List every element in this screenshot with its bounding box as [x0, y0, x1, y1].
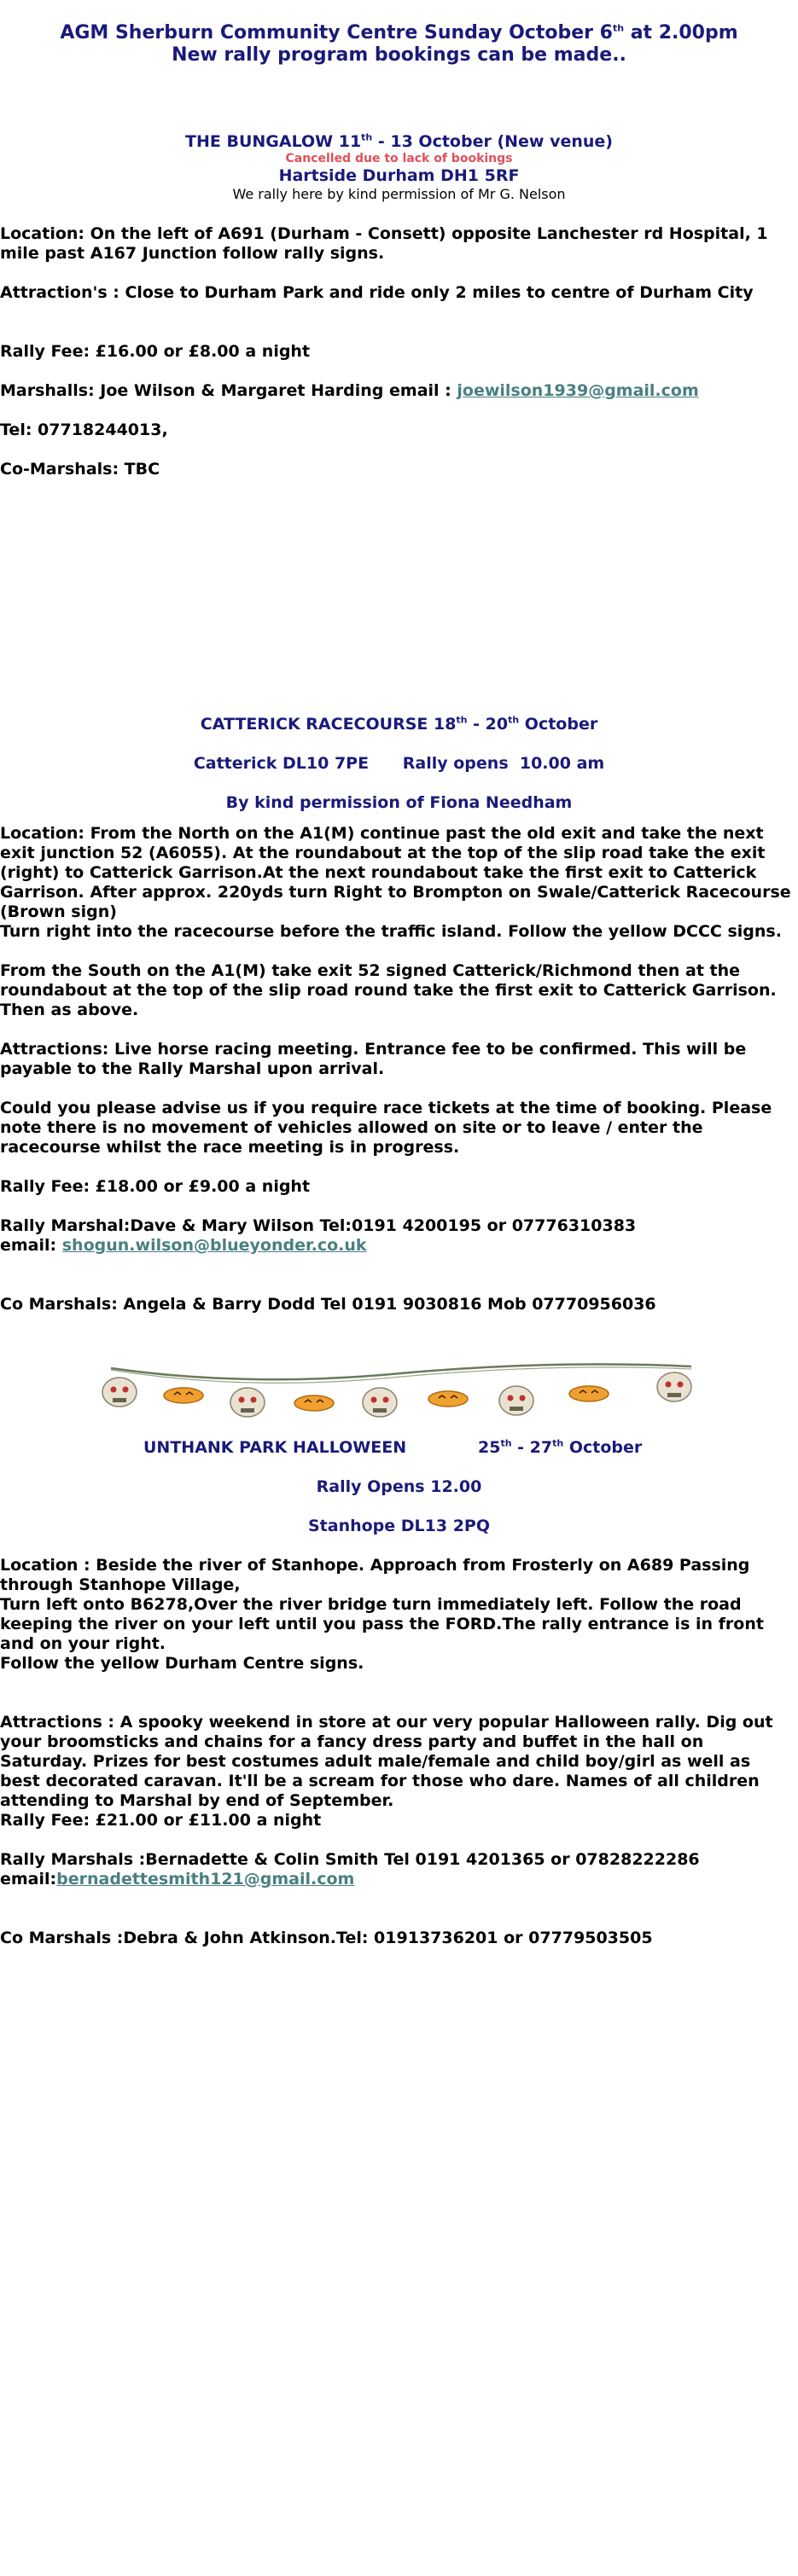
bungalow-address: Hartside Durham DH1 5RF — [278, 166, 520, 185]
cancelled-notice: Cancelled due to lack of bookings — [285, 152, 513, 165]
unthank-marshals-line: Rally Marshals :Bernadette & Colin Smith… — [0, 1850, 700, 1869]
pumpkin-icon — [294, 1395, 335, 1412]
catterick-permission: By kind permission of Fiona Needham — [225, 793, 573, 812]
unthank-title-left: UNTHANK PARK HALLOWEEN — [143, 1438, 407, 1457]
pumpkin-icon — [568, 1385, 609, 1402]
bungalow-location: Location: On the left of A691 (Durham - … — [0, 224, 768, 263]
unthank-location-3: Follow the yellow Durham Centre signs. — [0, 1654, 364, 1673]
catterick-location-north: Location: From the North on the A1(M) co… — [0, 824, 791, 921]
catterick-email-link[interactable]: shogun.wilson@blueyonder.co.uk — [61, 1236, 367, 1255]
unthank-address: Stanhope DL13 2PQ — [307, 1517, 491, 1535]
skull-icon — [498, 1385, 534, 1416]
agm-line: AGM Sherburn Community Centre Sunday Oct… — [60, 22, 738, 44]
unthank-co-marshals: Co Marshals :Debra & John Atkinson.Tel: … — [0, 1929, 653, 1947]
bungalow-fee: Rally Fee: £16.00 or £8.00 a night — [0, 342, 311, 361]
unthank-opens: Rally Opens 12.00 — [316, 1477, 482, 1496]
catterick-marshal-line: Rally Marshal:Dave & Mary Wilson Tel:019… — [0, 1216, 637, 1235]
unthank-location-1: Location : Beside the river of Stanhope.… — [0, 1556, 750, 1594]
unthank-email-link[interactable]: bernadettesmith121@gmail.com — [56, 1870, 355, 1888]
agm-heading: AGM Sherburn Community Centre Sunday Oct… — [0, 22, 798, 67]
skull-icon — [656, 1372, 692, 1402]
skull-icon — [362, 1387, 398, 1418]
skull-icon — [102, 1377, 137, 1407]
catterick-title: CATTERICK RACECOURSE 18th - 20th October — [200, 714, 598, 734]
catterick-location-north-2: Turn right into the racecourse before th… — [0, 922, 782, 941]
catterick-email-line: email: shogun.wilson@blueyonder.co.uk — [0, 1236, 367, 1255]
catterick-location-south: From the South on the A1(M) take exit 52… — [0, 961, 777, 1019]
bungalow-attractions: Attraction's : Close to Durham Park and … — [0, 283, 754, 302]
bungalow-marshals: Marshalls: Joe Wilson & Margaret Harding… — [0, 381, 699, 400]
pumpkin-icon — [428, 1390, 469, 1407]
skull-icon — [230, 1387, 265, 1418]
catterick-attractions: Attractions: Live horse racing meeting. … — [0, 1040, 747, 1078]
bungalow-email-link[interactable]: joewilson1939@gmail.com — [457, 381, 699, 400]
catterick-fee: Rally Fee: £18.00 or £9.00 a night — [0, 1177, 311, 1196]
unthank-email-line: email:bernadettesmith121@gmail.com — [0, 1870, 355, 1888]
bungalow-co-marshals: Co-Marshals: TBC — [0, 460, 160, 479]
bungalow-tel: Tel: 07718244013, — [0, 421, 168, 439]
bungalow-header: THE BUNGALOW 11th - 13 October (New venu… — [0, 132, 798, 202]
unthank-location: Location : Beside the river of Stanhope.… — [0, 1556, 795, 1674]
unthank-marshals: Rally Marshals :Bernadette & Colin Smith… — [0, 1850, 795, 1889]
unthank-attractions: Attractions : A spooky weekend in store … — [0, 1713, 773, 1810]
catterick-advise: Could you please advise us if you requir… — [0, 1099, 772, 1157]
unthank-location-2: Turn left onto B6278,Over the river brid… — [0, 1595, 764, 1653]
catterick-marshal: Rally Marshal:Dave & Mary Wilson Tel:019… — [0, 1216, 795, 1256]
catterick-location: Location: From the North on the A1(M) co… — [0, 824, 795, 942]
booking-line: New rally program bookings can be made.. — [172, 44, 626, 66]
unthank-title-dates: 25th - 27th October — [478, 1437, 643, 1457]
bungalow-title: THE BUNGALOW 11th - 13 October (New venu… — [185, 131, 613, 151]
halloween-garland-image — [102, 1363, 692, 1418]
pumpkin-icon — [163, 1387, 204, 1404]
bungalow-permission: We rally here by kind permission of Mr G… — [232, 186, 566, 202]
catterick-address: Catterick DL10 7PE Rally opens 10.00 am — [193, 754, 605, 773]
catterick-co-marshals: Co Marshals: Angela & Barry Dodd Tel 019… — [0, 1295, 656, 1314]
unthank-fee: Rally Fee: £21.00 or £11.00 a night — [0, 1811, 322, 1830]
